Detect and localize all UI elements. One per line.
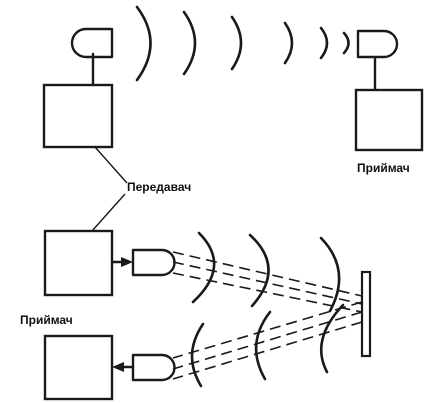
outgoing-wave-3 — [319, 236, 341, 313]
transmitter-leader-bottom — [91, 193, 126, 232]
top-transmitter-antenna-icon — [70, 27, 114, 59]
receive-arrow-icon — [112, 362, 124, 372]
transmitter-label: Передавач — [127, 180, 191, 194]
top-receiver-label: Приймач — [357, 161, 410, 175]
top-transmitter-unit — [42, 27, 114, 149]
transmitter-leader-top — [94, 146, 128, 184]
top-wave-6 — [342, 31, 350, 55]
outgoing-beam — [172, 261, 363, 305]
reflected-beam — [172, 321, 363, 380]
top-receiver-antenna-icon — [356, 29, 399, 59]
reflected-wave-fronts — [190, 303, 345, 388]
bottom-transmitter-antenna-icon — [131, 248, 176, 277]
top-receiver-unit — [354, 29, 424, 152]
bottom-receiver-antenna-icon — [131, 353, 176, 382]
reflected-beam — [172, 301, 363, 359]
top-wave-2 — [182, 10, 197, 76]
bottom-transmitter-box — [43, 229, 114, 297]
outgoing-wave-fronts — [191, 231, 341, 313]
outgoing-wave-1 — [191, 231, 216, 304]
bottom-receiver-box — [43, 334, 114, 401]
reflected-wave-1 — [190, 322, 205, 388]
outgoing-beam — [172, 272, 363, 313]
top-wave-4 — [283, 21, 294, 65]
outgoing-beam — [172, 251, 363, 297]
reflected-beam — [172, 311, 363, 370]
outgoing-beams — [172, 251, 363, 313]
reflected-wave-3 — [319, 303, 345, 374]
top-transmitter-box — [42, 83, 114, 149]
reflector-target — [360, 270, 372, 358]
top-wave-3 — [230, 15, 243, 71]
top-wave-5 — [319, 26, 329, 60]
outgoing-wave-2 — [248, 233, 270, 308]
top-wave-1 — [135, 5, 152, 82]
bottom-receiver-label: Приймач — [20, 313, 73, 327]
reflected-wave-2 — [254, 310, 272, 381]
top-receiver-box — [354, 88, 424, 152]
feed-arrow-icon — [121, 257, 133, 267]
top-wave-fronts — [135, 5, 350, 82]
